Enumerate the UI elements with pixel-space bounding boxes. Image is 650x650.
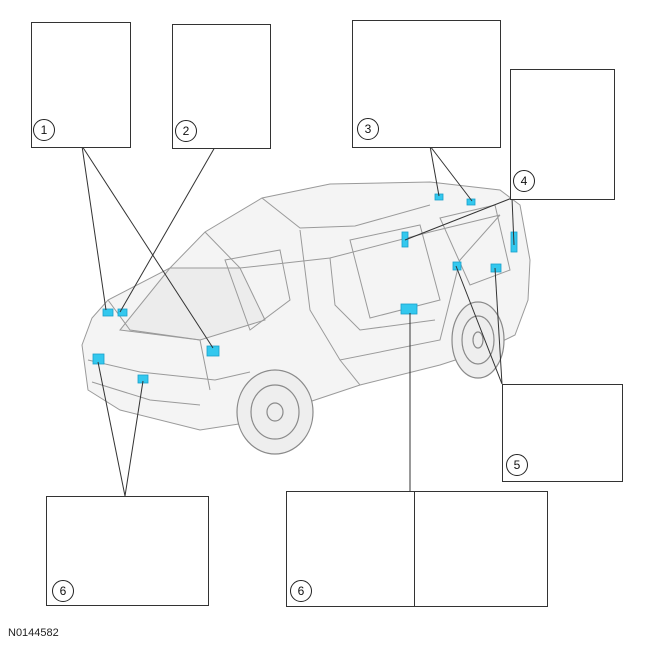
- callout-6-divider: [414, 492, 415, 606]
- callout-number-5: 5: [506, 454, 528, 476]
- vehicle-outline: [81, 181, 531, 431]
- rear-wheel: [451, 301, 505, 379]
- leader-lines: [81, 145, 515, 497]
- callout-number-6-right: 6: [290, 580, 312, 602]
- callout-number-3: 3: [357, 118, 379, 140]
- front-wheel: [236, 369, 314, 455]
- callout-6-right-box: [286, 491, 548, 607]
- callout-number-6-left: 6: [52, 580, 74, 602]
- figure-id: N0144582: [8, 627, 59, 639]
- callout-number-4: 4: [513, 170, 535, 192]
- callout-number-1: 1: [33, 119, 55, 141]
- callout-number-2: 2: [175, 120, 197, 142]
